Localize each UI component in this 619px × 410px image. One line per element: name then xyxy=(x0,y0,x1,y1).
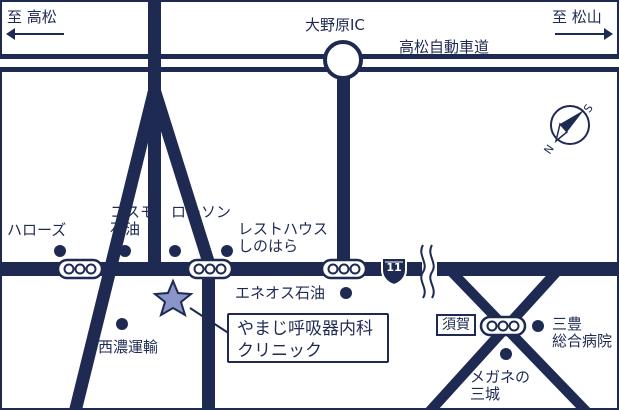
traffic-signal-ic xyxy=(320,258,368,280)
route-11-road-east xyxy=(437,262,619,276)
to-takamatsu-label: 至 高松 xyxy=(7,8,57,26)
clinic-name-line2: クリニック xyxy=(237,341,322,361)
road-break-line-2 xyxy=(429,244,435,299)
lawson-label: ローソン xyxy=(171,203,232,221)
mitoyo-hospital-dot xyxy=(532,320,544,332)
clinic-pointer-line xyxy=(189,307,231,335)
interchange-label: 大野原IC xyxy=(305,16,365,34)
eneos-label: エネオス石油 xyxy=(235,284,326,302)
mitoyo-hospital-label: 三豊 総合病院 xyxy=(552,315,613,350)
seino-dot xyxy=(116,318,128,330)
arrow-left-icon xyxy=(6,28,64,40)
clinic-name-line1: やまじ呼吸器内科 xyxy=(237,319,373,339)
route-11-label: 11 xyxy=(386,261,402,274)
sugaga-sign: 須賀 xyxy=(436,314,476,336)
right-diagonal-road xyxy=(148,90,215,262)
expressway-label: 高松自動車道 xyxy=(399,38,490,56)
megane-dot xyxy=(500,348,512,360)
traffic-signal-sugaga xyxy=(479,315,527,337)
megane-label: メガネの 三城 xyxy=(470,368,531,403)
compass-icon xyxy=(550,105,590,145)
cosmo-dot xyxy=(119,245,131,257)
interchange-circle xyxy=(323,40,363,80)
road-break-line-1 xyxy=(420,244,426,299)
hello-z-label: ハローズ xyxy=(7,221,67,239)
traffic-signal-west xyxy=(56,258,104,280)
traffic-signal-center xyxy=(186,258,234,280)
cosmo-label: コスモ 石油 xyxy=(110,203,156,238)
x-road-2 xyxy=(424,268,567,410)
south-road xyxy=(202,262,215,410)
lawson-dot xyxy=(169,245,181,257)
rest-house-dot xyxy=(221,245,233,257)
left-diagonal-road xyxy=(69,90,161,410)
rest-house-label: レストハウス しのはら xyxy=(238,220,329,255)
route-11-shield-icon xyxy=(381,257,407,287)
hello-z-dot xyxy=(54,245,66,257)
eneos-dot xyxy=(340,287,352,299)
seino-label: 西濃運輸 xyxy=(98,338,159,356)
north-road xyxy=(148,0,161,268)
clinic-star-icon xyxy=(152,278,194,318)
arrow-right-icon xyxy=(555,28,613,40)
ic-access-road xyxy=(337,60,350,272)
to-matsuyama-label: 至 松山 xyxy=(552,8,602,26)
clinic-callout: やまじ呼吸器内科 クリニック xyxy=(227,313,389,363)
expressway-inner xyxy=(0,59,619,67)
x-road-1 xyxy=(441,268,592,410)
